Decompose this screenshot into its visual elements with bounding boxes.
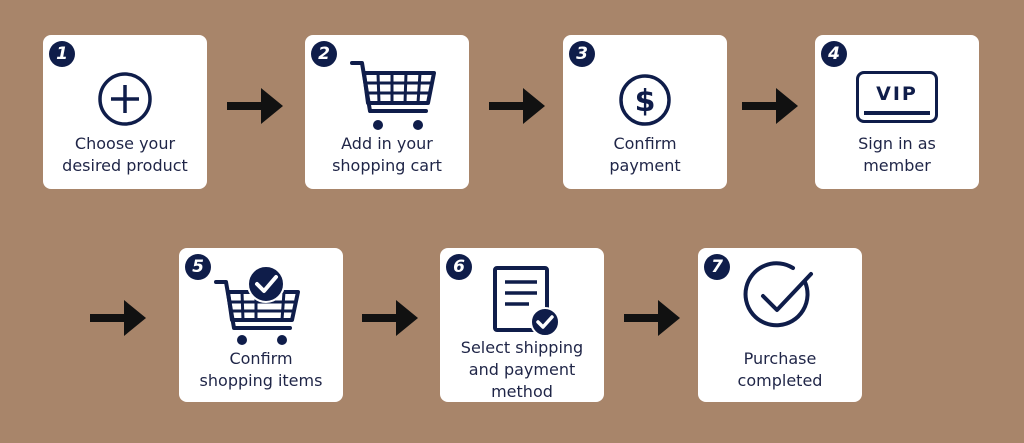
step-label: Choose your desired product: [62, 134, 188, 175]
arrow-right-icon: [90, 300, 146, 336]
step-card-5: 5 Confirm shopping items: [179, 248, 343, 402]
step-card-4: 4 VIP Sign in as member: [815, 35, 979, 189]
dollar-coin-icon: $: [619, 74, 671, 126]
vip-card-icon: VIP: [856, 71, 938, 123]
document-check-icon: [493, 266, 561, 337]
arrow-right-icon: [362, 300, 418, 336]
step-label: Confirm payment: [609, 134, 681, 175]
step-label: Select shipping and payment method: [460, 338, 584, 401]
step-card-6: 6 Select shipping and payment method: [440, 248, 604, 402]
step-number-badge: 4: [821, 41, 847, 67]
step-label: Confirm shopping items: [199, 349, 323, 390]
arrow-right-icon: [227, 88, 283, 124]
step-card-7: 7 Purchase completed: [698, 248, 862, 402]
step-label: Add in your shopping cart: [332, 134, 442, 175]
step-card-3: 3 $ Confirm payment: [563, 35, 727, 189]
plus-circle-icon: [98, 72, 152, 126]
step-number-badge: 1: [49, 41, 75, 67]
step-number-badge: 6: [446, 254, 472, 280]
step-card-1: 1 Choose your desired product: [43, 35, 207, 189]
step-number-badge: 5: [185, 254, 211, 280]
svg-text:$: $: [635, 84, 656, 119]
vip-card-text: VIP: [876, 83, 918, 105]
cart-check-icon: [213, 265, 300, 345]
step-label: Purchase completed: [737, 349, 823, 390]
step-label: Sign in as member: [858, 134, 936, 175]
step-card-2: 2 Add in your shopping cart: [305, 35, 469, 189]
arrow-right-icon: [742, 88, 798, 124]
arrow-right-icon: [624, 300, 680, 336]
vip-card-stripe: [864, 111, 930, 115]
step-number-badge: 7: [704, 254, 730, 280]
arrow-right-icon: [489, 88, 545, 124]
step-number-badge: 3: [569, 41, 595, 67]
shopping-cart-icon: [349, 61, 436, 130]
step-number-badge: 2: [311, 41, 337, 67]
check-circle-icon: [743, 261, 813, 328]
